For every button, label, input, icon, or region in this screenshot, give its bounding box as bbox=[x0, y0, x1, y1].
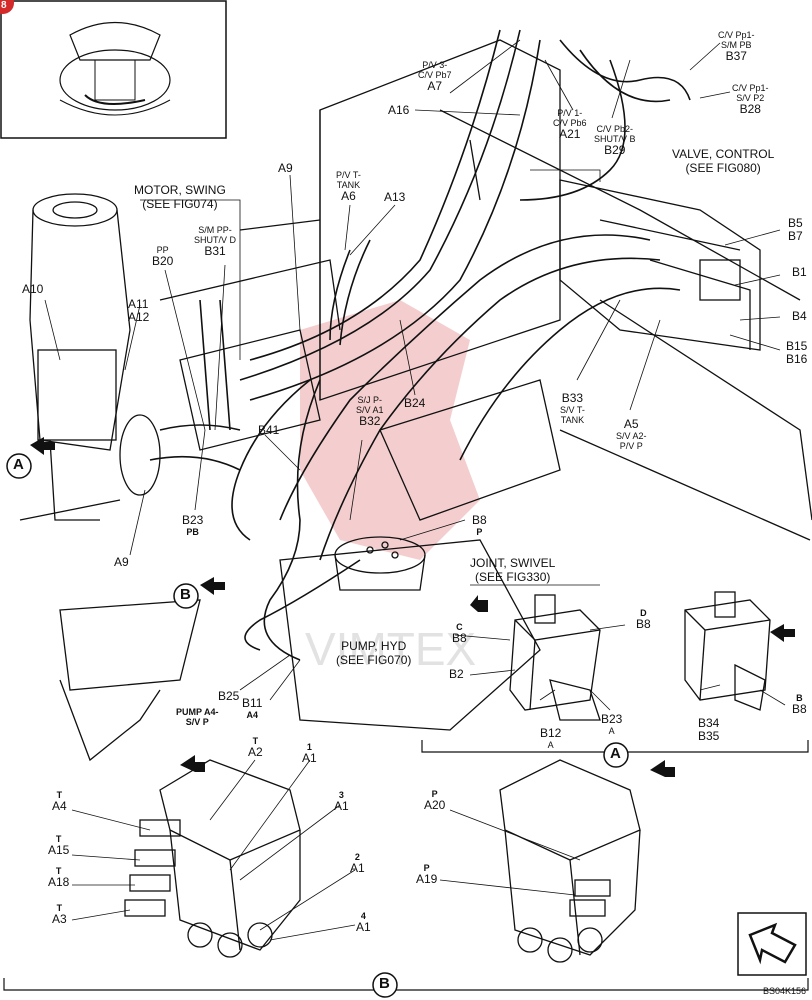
inset-view bbox=[0, 0, 227, 139]
leader-lines bbox=[44, 39, 786, 941]
swivel-joint bbox=[334, 536, 426, 591]
detail-a-blocks bbox=[509, 591, 771, 721]
watermark-text: VIMTEX bbox=[305, 623, 476, 675]
label-a9-bottom: A9 bbox=[114, 555, 129, 569]
label-pump-a4: PUMP A4-S/V P bbox=[176, 707, 219, 727]
heading-pump-hyd: PUMP, HYD(SEE FIG070) bbox=[336, 639, 412, 667]
label-b2: B2 bbox=[449, 667, 464, 681]
hose-bundle bbox=[149, 29, 691, 661]
callout-circles bbox=[6, 453, 629, 998]
heading-valve-control: VALVE, CONTROL(SEE FIG080) bbox=[672, 147, 775, 175]
inset-badge bbox=[0, 0, 14, 14]
label-b24: B24 bbox=[404, 396, 426, 410]
label-b1: B1 bbox=[792, 265, 807, 279]
swing-motor bbox=[29, 193, 161, 521]
inset-badge-number: 8 bbox=[1, 0, 7, 11]
machine-outline bbox=[19, 39, 812, 762]
label-b4: B4 bbox=[792, 309, 807, 323]
pilot-valve-left bbox=[124, 759, 301, 958]
heading-motor-swing: MOTOR, SWING(SEE FIG074) bbox=[134, 183, 226, 211]
view-arrows bbox=[30, 437, 795, 777]
label-b25: B25 bbox=[218, 689, 240, 703]
label-a13: A13 bbox=[384, 190, 406, 204]
callout-b-detail: B bbox=[379, 975, 390, 992]
detail-b-bracket bbox=[3, 978, 809, 991]
label-a16: A16 bbox=[388, 103, 410, 117]
callout-a: A bbox=[13, 456, 24, 473]
control-valve bbox=[559, 179, 761, 351]
label-a9-top: A9 bbox=[278, 161, 293, 175]
callout-a-detail: A bbox=[610, 745, 621, 762]
orientation-icon bbox=[737, 912, 807, 976]
heading-joint-swivel: JOINT, SWIVEL(SEE FIG330) bbox=[470, 556, 556, 584]
label-a10: A10 bbox=[22, 282, 44, 296]
label-b41: B41 bbox=[258, 423, 280, 437]
callout-b: B bbox=[180, 586, 191, 603]
drawing-id: BS04K156 bbox=[762, 986, 806, 996]
pilot-valve-right bbox=[499, 759, 641, 963]
